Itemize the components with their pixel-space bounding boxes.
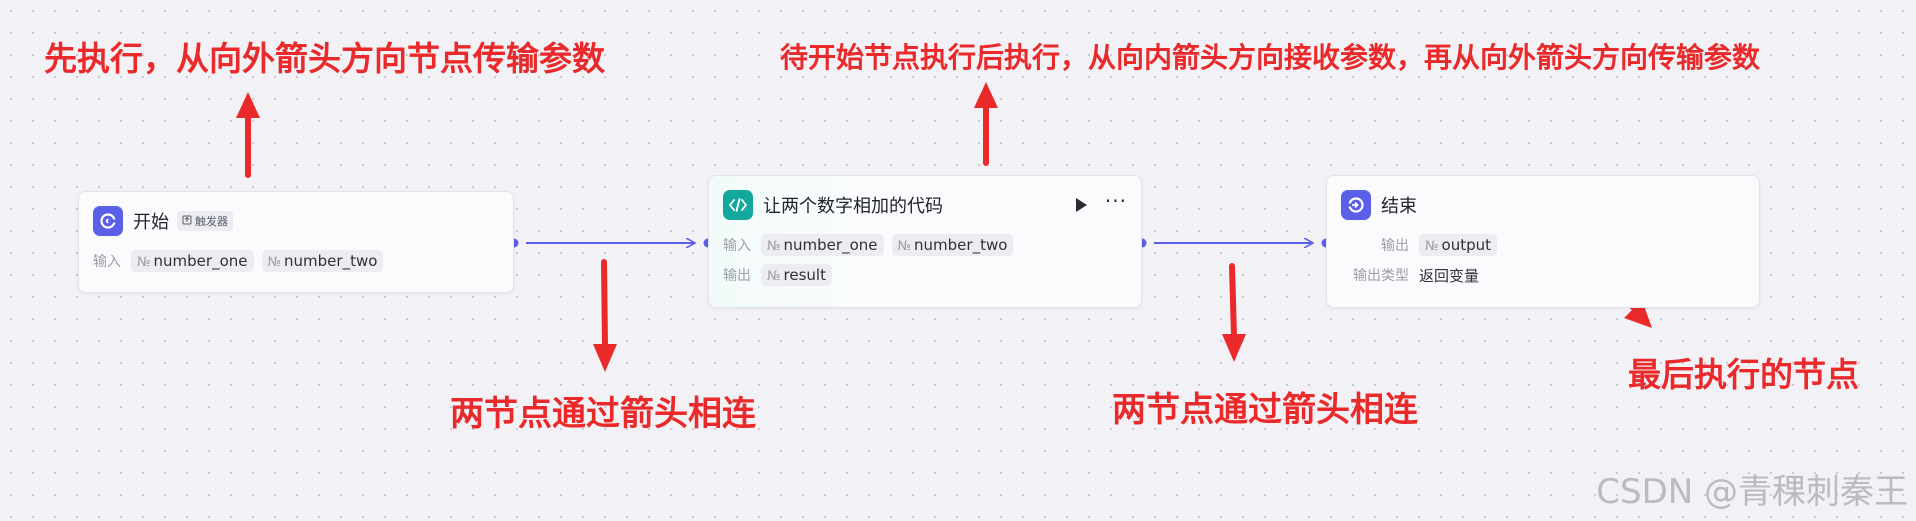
watermark: CSDN @青稞刺秦王	[1596, 472, 1908, 512]
end-output-type-value: 返回变量	[1419, 266, 1480, 285]
end-icon	[1341, 190, 1371, 220]
start-input-label: 输入	[93, 254, 121, 270]
end-output-type-row: 输出类型 返回变量	[1327, 260, 1759, 290]
annotation-arrow-link-one	[593, 259, 617, 372]
code-input-label: 输入	[723, 238, 751, 254]
more-icon[interactable]: ···	[1104, 189, 1127, 213]
annotation-link-one: 两节点通过箭头相连	[450, 394, 756, 434]
trigger-badge-label: 触发器	[195, 215, 228, 228]
annotation-arrow-start	[236, 92, 260, 178]
code-node-header: 让两个数字相加的代码 ···	[709, 188, 1141, 222]
edge-code-to-end[interactable]	[1137, 239, 1331, 248]
annotation-end: 最后执行的节点	[1628, 355, 1859, 394]
trigger-badge: 触发器	[177, 211, 233, 231]
edge-start-to-code[interactable]	[509, 239, 713, 248]
annotation-code: 待开始节点执行后执行，从向内箭头方向接收参数，再从向外箭头方向传输参数	[780, 41, 1761, 74]
end-node-header: 结束	[1327, 188, 1759, 222]
end-output-type-label: 输出类型	[1353, 268, 1409, 284]
annotation-arrow-link-two	[1222, 263, 1246, 362]
trigger-icon	[182, 215, 192, 228]
annotation-arrow-code	[974, 82, 998, 166]
annotation-link-two: 两节点通过箭头相连	[1112, 390, 1418, 430]
run-icon[interactable]	[1075, 198, 1087, 212]
start-node-title: 开始	[133, 212, 169, 233]
code-brackets-icon	[723, 190, 753, 220]
end-node-title: 结束	[1381, 196, 1417, 217]
end-output-label: 输出	[1381, 238, 1409, 254]
code-output-label: 输出	[723, 268, 751, 284]
start-node-header: 开始 触发器	[79, 204, 513, 238]
code-node-title: 让两个数字相加的代码	[763, 196, 943, 217]
start-icon	[93, 206, 123, 236]
annotation-start: 先执行，从向外箭头方向节点传输参数	[44, 39, 605, 78]
